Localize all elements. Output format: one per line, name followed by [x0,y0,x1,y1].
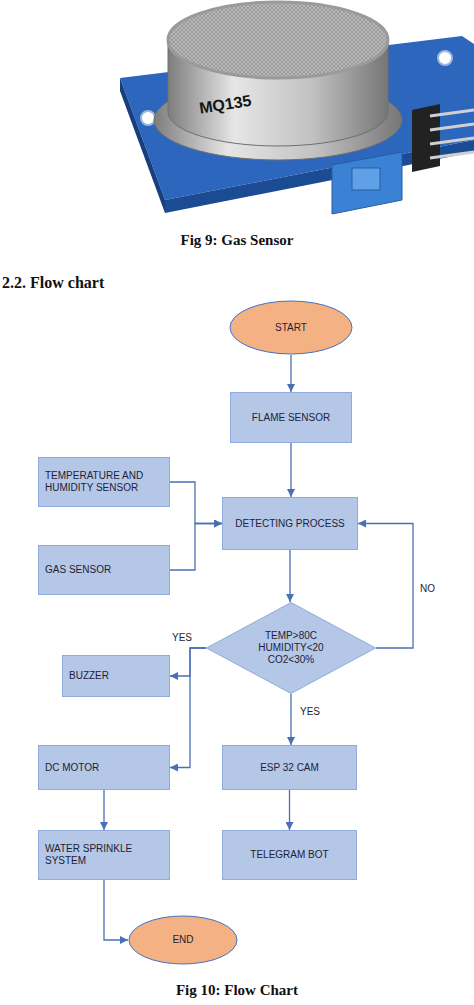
mounting-hole [141,111,155,125]
flow-arrow [290,355,291,392]
potentiometer [332,152,402,214]
flow-arrow [358,524,413,649]
terminal-ellipse [129,916,237,964]
output-box: BUZZER [62,655,170,697]
board-edge [120,78,165,213]
figure-caption: Fig 9: Gas Sensor [0,232,474,249]
output-box: TELEGRAM BOT [222,830,357,880]
node-text: TEMPERATURE AND HUMIDITY SENSOR [45,470,163,494]
input-box: GAS SENSOR [38,545,170,595]
figure-caption: Fig 10: Flow Chart [0,982,474,999]
sensor-mesh [168,2,388,78]
flow-arrow [170,524,222,571]
node-text: GAS SENSOR [45,564,111,576]
node-text: END [172,934,193,946]
flow-arrow [103,790,104,830]
process-box: FLAME SENSOR [230,392,352,443]
end-terminal: END [128,915,238,965]
flow-arrow [104,880,128,940]
mounting-hole [438,51,452,65]
potentiometer-knob [352,168,380,190]
node-text: ESP 32 CAM [260,762,319,774]
node-text: DC MOTOR [45,762,99,774]
output-box: DC MOTOR [38,745,170,790]
edge-label: NO [420,583,435,594]
decision-shape [207,603,376,694]
process-box: DETECTING PROCESS [222,497,358,550]
output-box: ESP 32 CAM [222,745,357,790]
terminal-ellipse [230,301,352,354]
flow-arrow [170,648,206,768]
node-text: START [275,322,307,334]
input-box: TEMPERATURE AND HUMIDITY SENSOR [38,457,170,507]
section-heading: 2.2. Flow chart [2,274,104,292]
flow-arrow [289,790,290,830]
node-text: TEMP>80C HUMIDITY<20 CO2<30% [252,630,330,666]
edge-label: YES [172,632,192,643]
node-text: BUZZER [69,670,109,682]
node-text: TELEGRAM BOT [250,849,328,861]
flow-arrow [170,482,222,524]
edge-label: YES [300,706,320,717]
flow-arrow [289,550,290,602]
start-terminal: START [229,300,353,355]
output-box: WATER SPRINKLE SYSTEM [38,830,170,880]
node-text: DETECTING PROCESS [235,518,344,530]
node-text: WATER SPRINKLE SYSTEM [45,843,163,867]
header-pins [430,110,474,158]
node-text: FLAME SENSOR [252,412,330,424]
flow-arrow [290,443,291,497]
flow-arrow [170,648,206,676]
flow-arrow [290,694,291,745]
decision-diamond: TEMP>80C HUMIDITY<20 CO2<30% [206,602,376,694]
